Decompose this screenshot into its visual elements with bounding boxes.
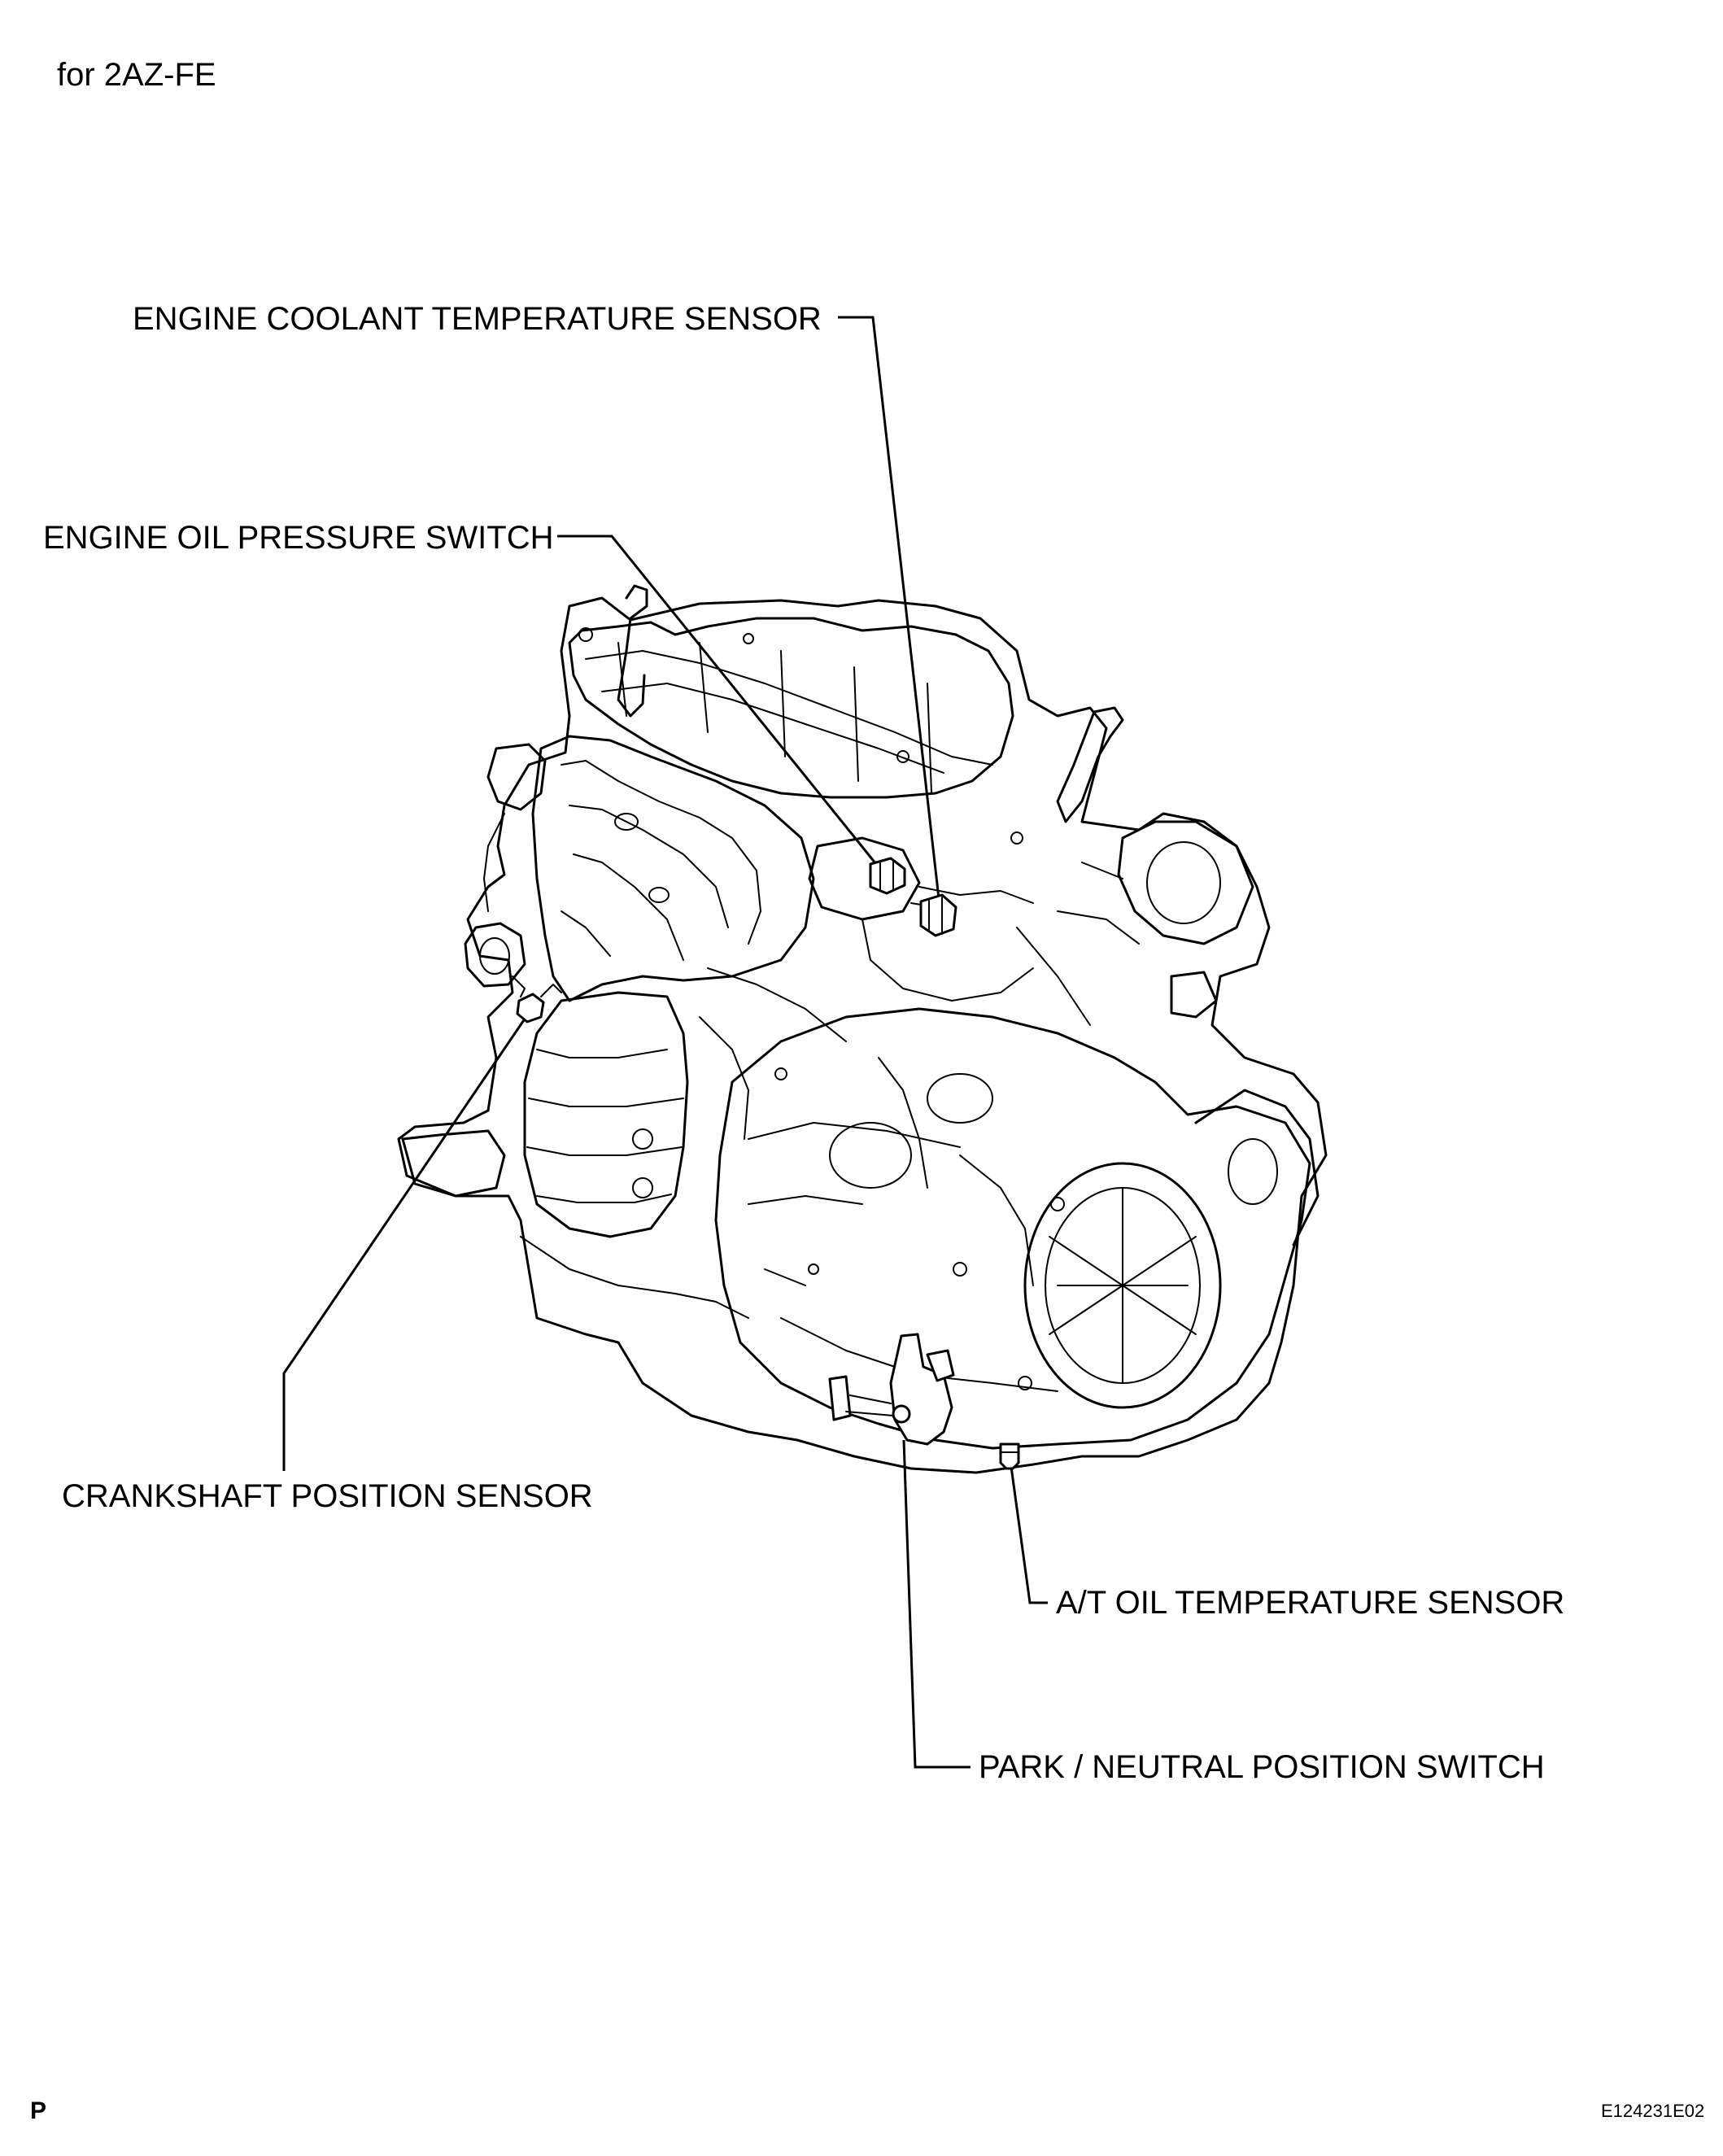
leader-at-oil-temperature-sensor	[1010, 1466, 1048, 1604]
engine-oil-pressure-switch-part	[869, 857, 906, 895]
figure-id: E124231E02	[1601, 2101, 1705, 2121]
callout-crankshaft-position-sensor: CRANKSHAFT POSITION SENSOR	[62, 1478, 593, 1514]
variant-label: for 2AZ-FE	[57, 57, 216, 93]
crankshaft-position-sensor-part	[512, 975, 562, 1023]
park-neutral-position-switch-part	[828, 1333, 955, 1446]
leader-crankshaft-position-sensor	[282, 1010, 532, 1471]
leader-engine-oil-pressure-switch	[557, 535, 884, 873]
engine-outline	[397, 584, 1328, 1474]
callout-engine-oil-pressure-switch: ENGINE OIL PRESSURE SWITCH	[43, 520, 554, 556]
leader-engine-coolant-temperature-sensor	[838, 316, 942, 914]
section-code: P	[30, 2097, 47, 2124]
leader-park-neutral-position-switch	[902, 1439, 971, 1769]
callout-at-oil-temperature-sensor: A/T OIL TEMPERATURE SENSOR	[1056, 1585, 1565, 1621]
callout-park-neutral-position-switch: PARK / NEUTRAL POSITION SWITCH	[979, 1749, 1545, 1785]
leader-lines	[282, 316, 1048, 1769]
callout-engine-coolant-temperature-sensor: ENGINE COOLANT TEMPERATURE SENSOR	[133, 301, 822, 337]
at-oil-temperature-sensor-part	[999, 1442, 1020, 1470]
engine-coolant-temperature-sensor-part	[910, 893, 957, 937]
